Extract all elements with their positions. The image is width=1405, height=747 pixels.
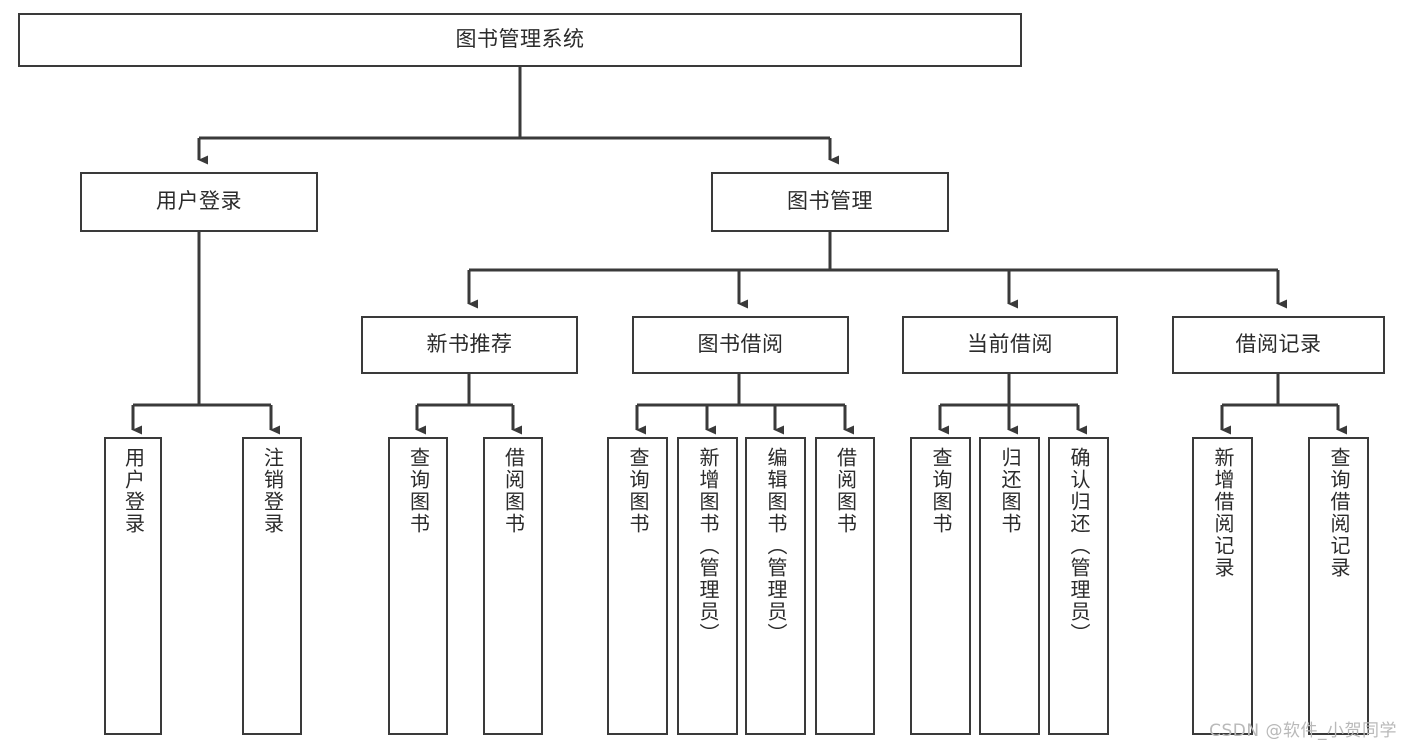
node-new-book-rec[interactable]: 新书推荐 xyxy=(361,316,578,374)
node-leaf-edit-book-label: 编辑图书（管理员） xyxy=(764,447,788,645)
node-leaf-query-record-label: 查询借阅记录 xyxy=(1327,447,1351,579)
node-borrow-record[interactable]: 借阅记录 xyxy=(1172,316,1385,374)
node-leaf-query-book-1[interactable]: 查询图书 xyxy=(388,437,448,735)
node-leaf-confirm-return[interactable]: 确认归还（管理员） xyxy=(1048,437,1109,735)
node-leaf-query-book-1-label: 查询图书 xyxy=(406,447,431,535)
node-leaf-borrow-book-2[interactable]: 借阅图书 xyxy=(815,437,875,735)
node-leaf-add-record[interactable]: 新增借阅记录 xyxy=(1192,437,1253,735)
node-leaf-query-book-3-label: 查询图书 xyxy=(929,447,953,535)
node-leaf-query-record[interactable]: 查询借阅记录 xyxy=(1308,437,1369,735)
node-leaf-add-book-label: 新增图书（管理员） xyxy=(696,447,720,645)
node-root-label: 图书管理系统 xyxy=(455,27,585,52)
node-book-borrow[interactable]: 图书借阅 xyxy=(632,316,849,374)
node-leaf-user-logout-label: 注销登录 xyxy=(260,447,285,535)
node-leaf-user-login-label: 用户登录 xyxy=(121,447,146,535)
node-leaf-user-logout[interactable]: 注销登录 xyxy=(242,437,302,735)
node-new-book-rec-label: 新书推荐 xyxy=(426,332,513,357)
node-leaf-query-book-2[interactable]: 查询图书 xyxy=(607,437,668,735)
node-book-manage[interactable]: 图书管理 xyxy=(711,172,949,232)
node-leaf-add-record-label: 新增借阅记录 xyxy=(1211,447,1235,579)
node-borrow-record-label: 借阅记录 xyxy=(1235,332,1322,357)
node-leaf-add-book[interactable]: 新增图书（管理员） xyxy=(677,437,738,735)
node-current-borrow[interactable]: 当前借阅 xyxy=(902,316,1118,374)
node-leaf-borrow-book-1-label: 借阅图书 xyxy=(501,447,526,535)
node-book-manage-label: 图书管理 xyxy=(787,189,873,214)
node-leaf-borrow-book-1[interactable]: 借阅图书 xyxy=(483,437,543,735)
node-leaf-confirm-return-label: 确认归还（管理员） xyxy=(1067,447,1091,645)
node-leaf-return-book[interactable]: 归还图书 xyxy=(979,437,1040,735)
node-user-login-label: 用户登录 xyxy=(156,189,242,214)
node-current-borrow-label: 当前借阅 xyxy=(967,332,1053,357)
node-root[interactable]: 图书管理系统 xyxy=(18,13,1022,67)
node-leaf-borrow-book-2-label: 借阅图书 xyxy=(833,447,858,535)
node-leaf-query-book-3[interactable]: 查询图书 xyxy=(910,437,971,735)
node-leaf-edit-book[interactable]: 编辑图书（管理员） xyxy=(745,437,806,735)
node-leaf-query-book-2-label: 查询图书 xyxy=(626,447,650,535)
watermark-text: CSDN @软件_小贺同学 xyxy=(1209,721,1397,741)
node-book-borrow-label: 图书借阅 xyxy=(697,332,784,357)
node-leaf-user-login[interactable]: 用户登录 xyxy=(104,437,162,735)
node-leaf-return-book-label: 归还图书 xyxy=(998,447,1022,535)
node-user-login[interactable]: 用户登录 xyxy=(80,172,318,232)
